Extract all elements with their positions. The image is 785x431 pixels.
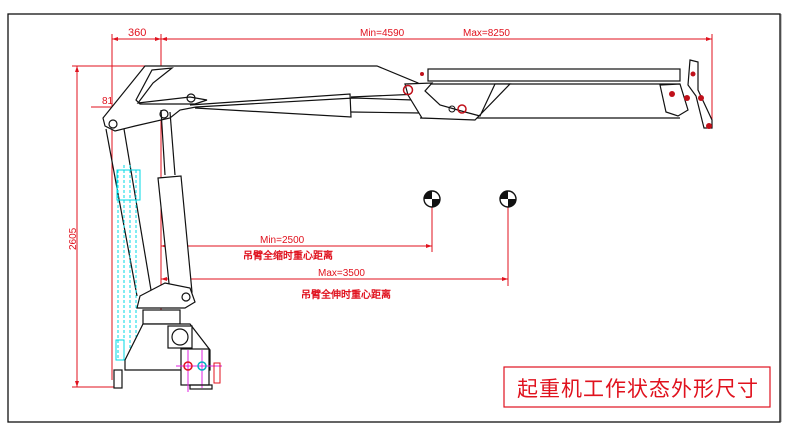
cog-marker-retracted [423,190,441,208]
dim-cog-max: Max=3500 [318,268,365,279]
hidden-lines [115,165,141,361]
dim-boom-max: Max=8250 [463,28,510,39]
dim-boom-min: Min=4590 [360,28,405,39]
dim-height: 2605 [68,227,79,250]
main-boom [102,65,421,132]
drawing-frame [7,13,781,423]
title-box [503,366,771,408]
dim-cog-max-label: 吊臂全伸时重心距离 [301,288,391,301]
cog-marker-extended [499,190,517,208]
telescopic-boom [402,59,713,129]
dim-81: 81 [102,96,114,107]
dim-cog-min: Min=2500 [260,235,305,246]
dim-360: 360 [128,27,146,39]
drawing-title: 起重机工作状态外形尺寸 [517,378,759,401]
base [113,309,222,392]
column [105,109,196,309]
dim-cog-min-label: 吊臂全缩时重心距离 [243,249,333,262]
